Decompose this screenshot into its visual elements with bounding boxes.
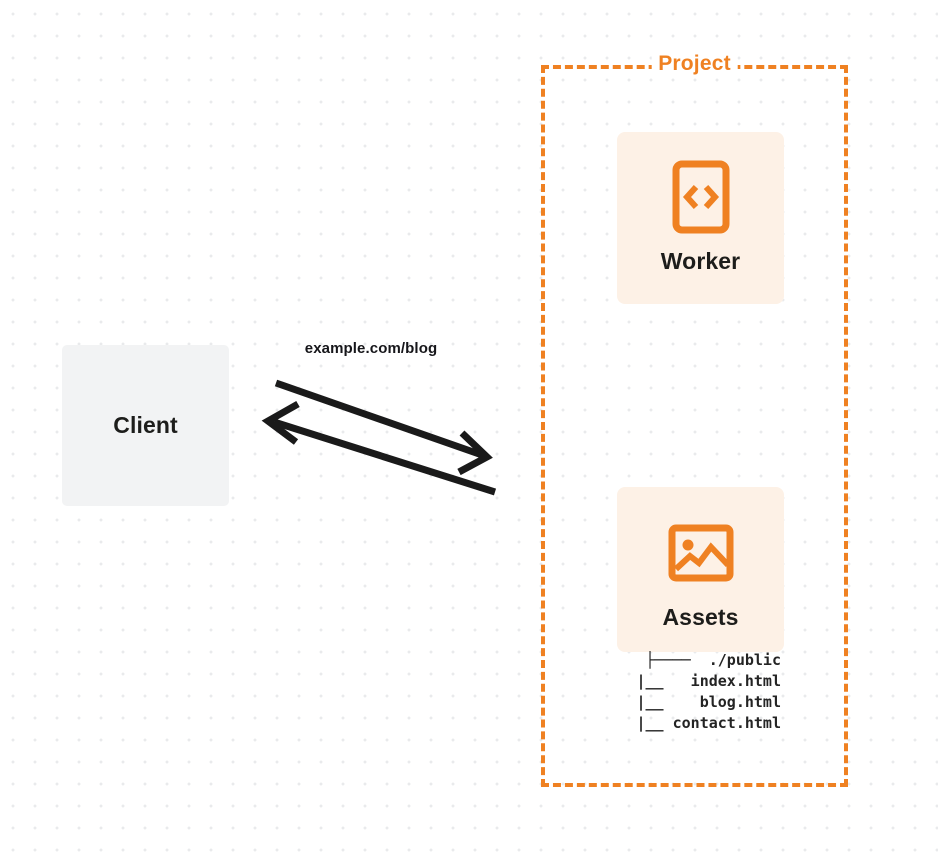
assets-file-tree: ├──── ./public |__ index.html |__ blog.h… bbox=[636, 651, 781, 732]
response-arrow bbox=[261, 400, 497, 496]
assets-node-label: Assets bbox=[662, 604, 739, 630]
code-file-icon bbox=[672, 160, 730, 234]
worker-node-label: Worker bbox=[660, 248, 741, 274]
client-node[interactable]: Client bbox=[62, 345, 229, 506]
client-node-label: Client bbox=[113, 412, 178, 438]
edge-label: example.com/blog bbox=[304, 340, 438, 357]
project-container: Project Worker Assets bbox=[541, 52, 848, 787]
project-container-title: Project bbox=[651, 52, 738, 77]
assets-node[interactable]: Assets bbox=[617, 487, 784, 652]
worker-node[interactable]: Worker bbox=[617, 132, 784, 304]
image-icon bbox=[668, 516, 734, 590]
request-arrow bbox=[274, 379, 493, 476]
